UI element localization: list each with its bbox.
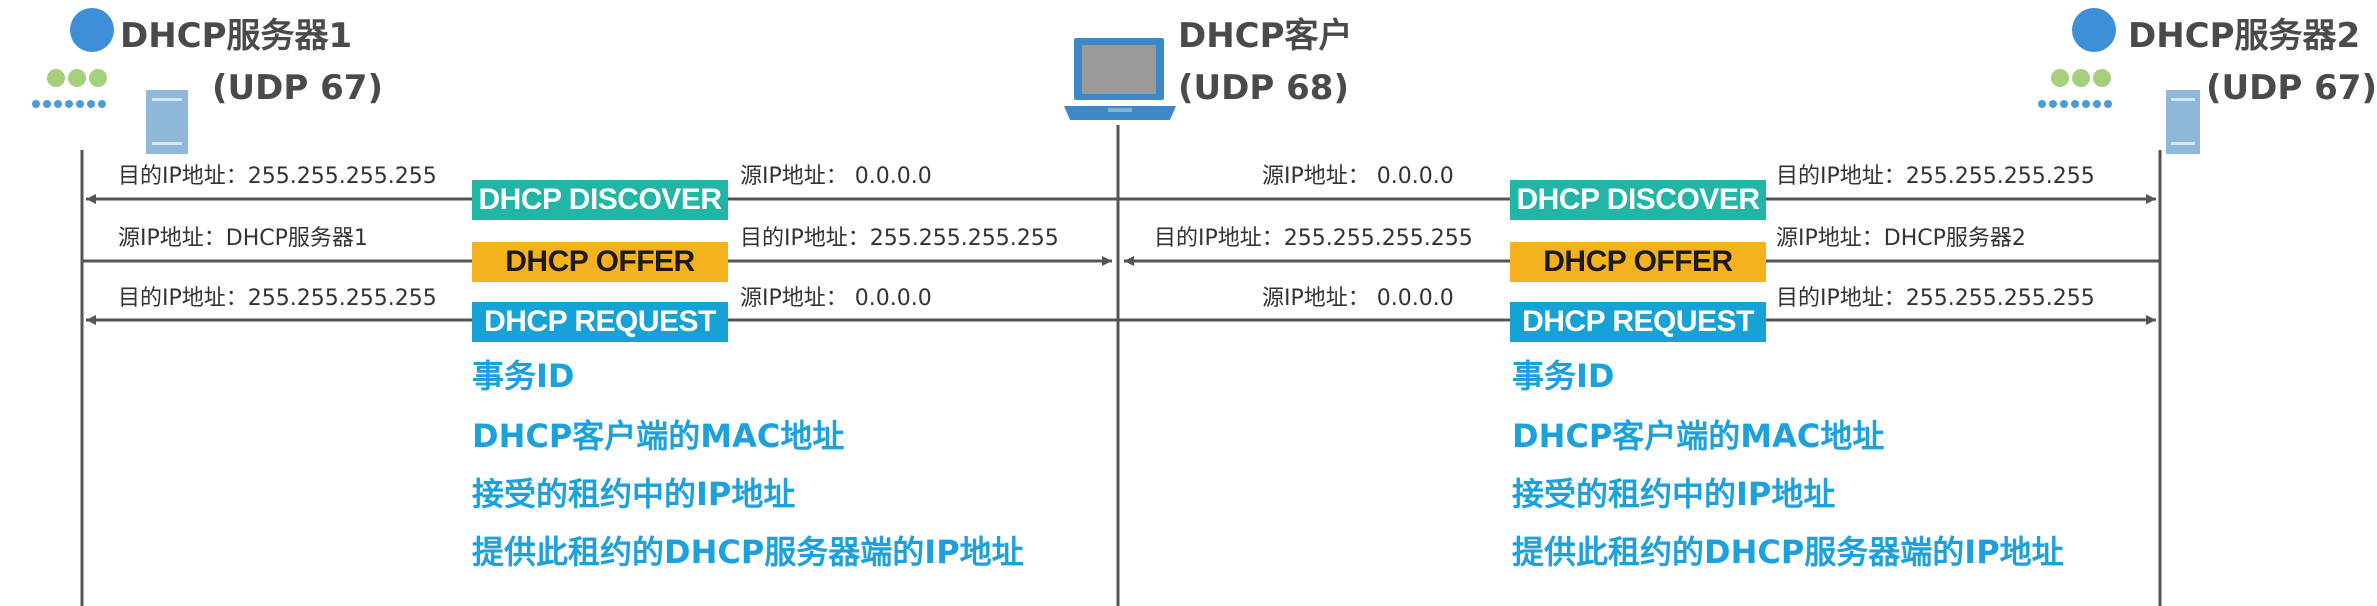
right-offer-dest-label: 目的IP地址：255.255.255.255 (1154, 226, 1473, 251)
dhcp-server-icon (2038, 8, 2200, 154)
right-discover-src-label: 源IP地址： 0.0.0.0 (1262, 164, 1454, 189)
right-field-client-mac: DHCP客户端的MAC地址 (1512, 417, 1885, 455)
left-request-src-label: 源IP地址： 0.0.0.0 (740, 286, 932, 311)
right-request-box: DHCP REQUEST (1510, 302, 1766, 342)
right-offer-box: DHCP OFFER (1510, 242, 1766, 282)
left-request-box: DHCP REQUEST (472, 302, 728, 342)
client-title: DHCP客户 (1178, 16, 1353, 56)
left-discover-src-label: 源IP地址： 0.0.0.0 (740, 164, 932, 189)
server2-port: (UDP 67) (2206, 68, 2377, 108)
right-discover-dest-label: 目的IP地址：255.255.255.255 (1776, 164, 2095, 189)
right-field-accepted-ip: 接受的租约中的IP地址 (1512, 475, 1836, 513)
client-port: (UDP 68) (1178, 68, 1349, 108)
right-request-src-label: 源IP地址： 0.0.0.0 (1262, 286, 1454, 311)
left-offer-src-label: 源IP地址：DHCP服务器1 (118, 226, 368, 251)
left-discover-box: DHCP DISCOVER (472, 180, 728, 220)
right-request-dest-label: 目的IP地址：255.255.255.255 (1776, 286, 2095, 311)
left-offer-dest-label: 目的IP地址：255.255.255.255 (740, 226, 1059, 251)
right-field-transaction-id: 事务ID (1512, 357, 1615, 395)
laptop-icon (1064, 38, 1176, 120)
server1-title: DHCP服务器1 (120, 16, 353, 56)
right-field-server-ip: 提供此租约的DHCP服务器端的IP地址 (1512, 533, 2064, 571)
left-field-transaction-id: 事务ID (472, 357, 575, 395)
left-field-server-ip: 提供此租约的DHCP服务器端的IP地址 (472, 533, 1024, 571)
left-field-client-mac: DHCP客户端的MAC地址 (472, 417, 845, 455)
left-offer-box: DHCP OFFER (472, 242, 728, 282)
right-discover-box: DHCP DISCOVER (1510, 180, 1766, 220)
server1-port: (UDP 67) (212, 68, 383, 108)
right-offer-src-label: 源IP地址：DHCP服务器2 (1776, 226, 2026, 251)
left-discover-dest-label: 目的IP地址：255.255.255.255 (118, 164, 437, 189)
left-field-accepted-ip: 接受的租约中的IP地址 (472, 475, 796, 513)
dhcp-server-icon (32, 8, 188, 154)
left-request-dest-label: 目的IP地址：255.255.255.255 (118, 286, 437, 311)
server2-title: DHCP服务器2 (2128, 16, 2361, 56)
